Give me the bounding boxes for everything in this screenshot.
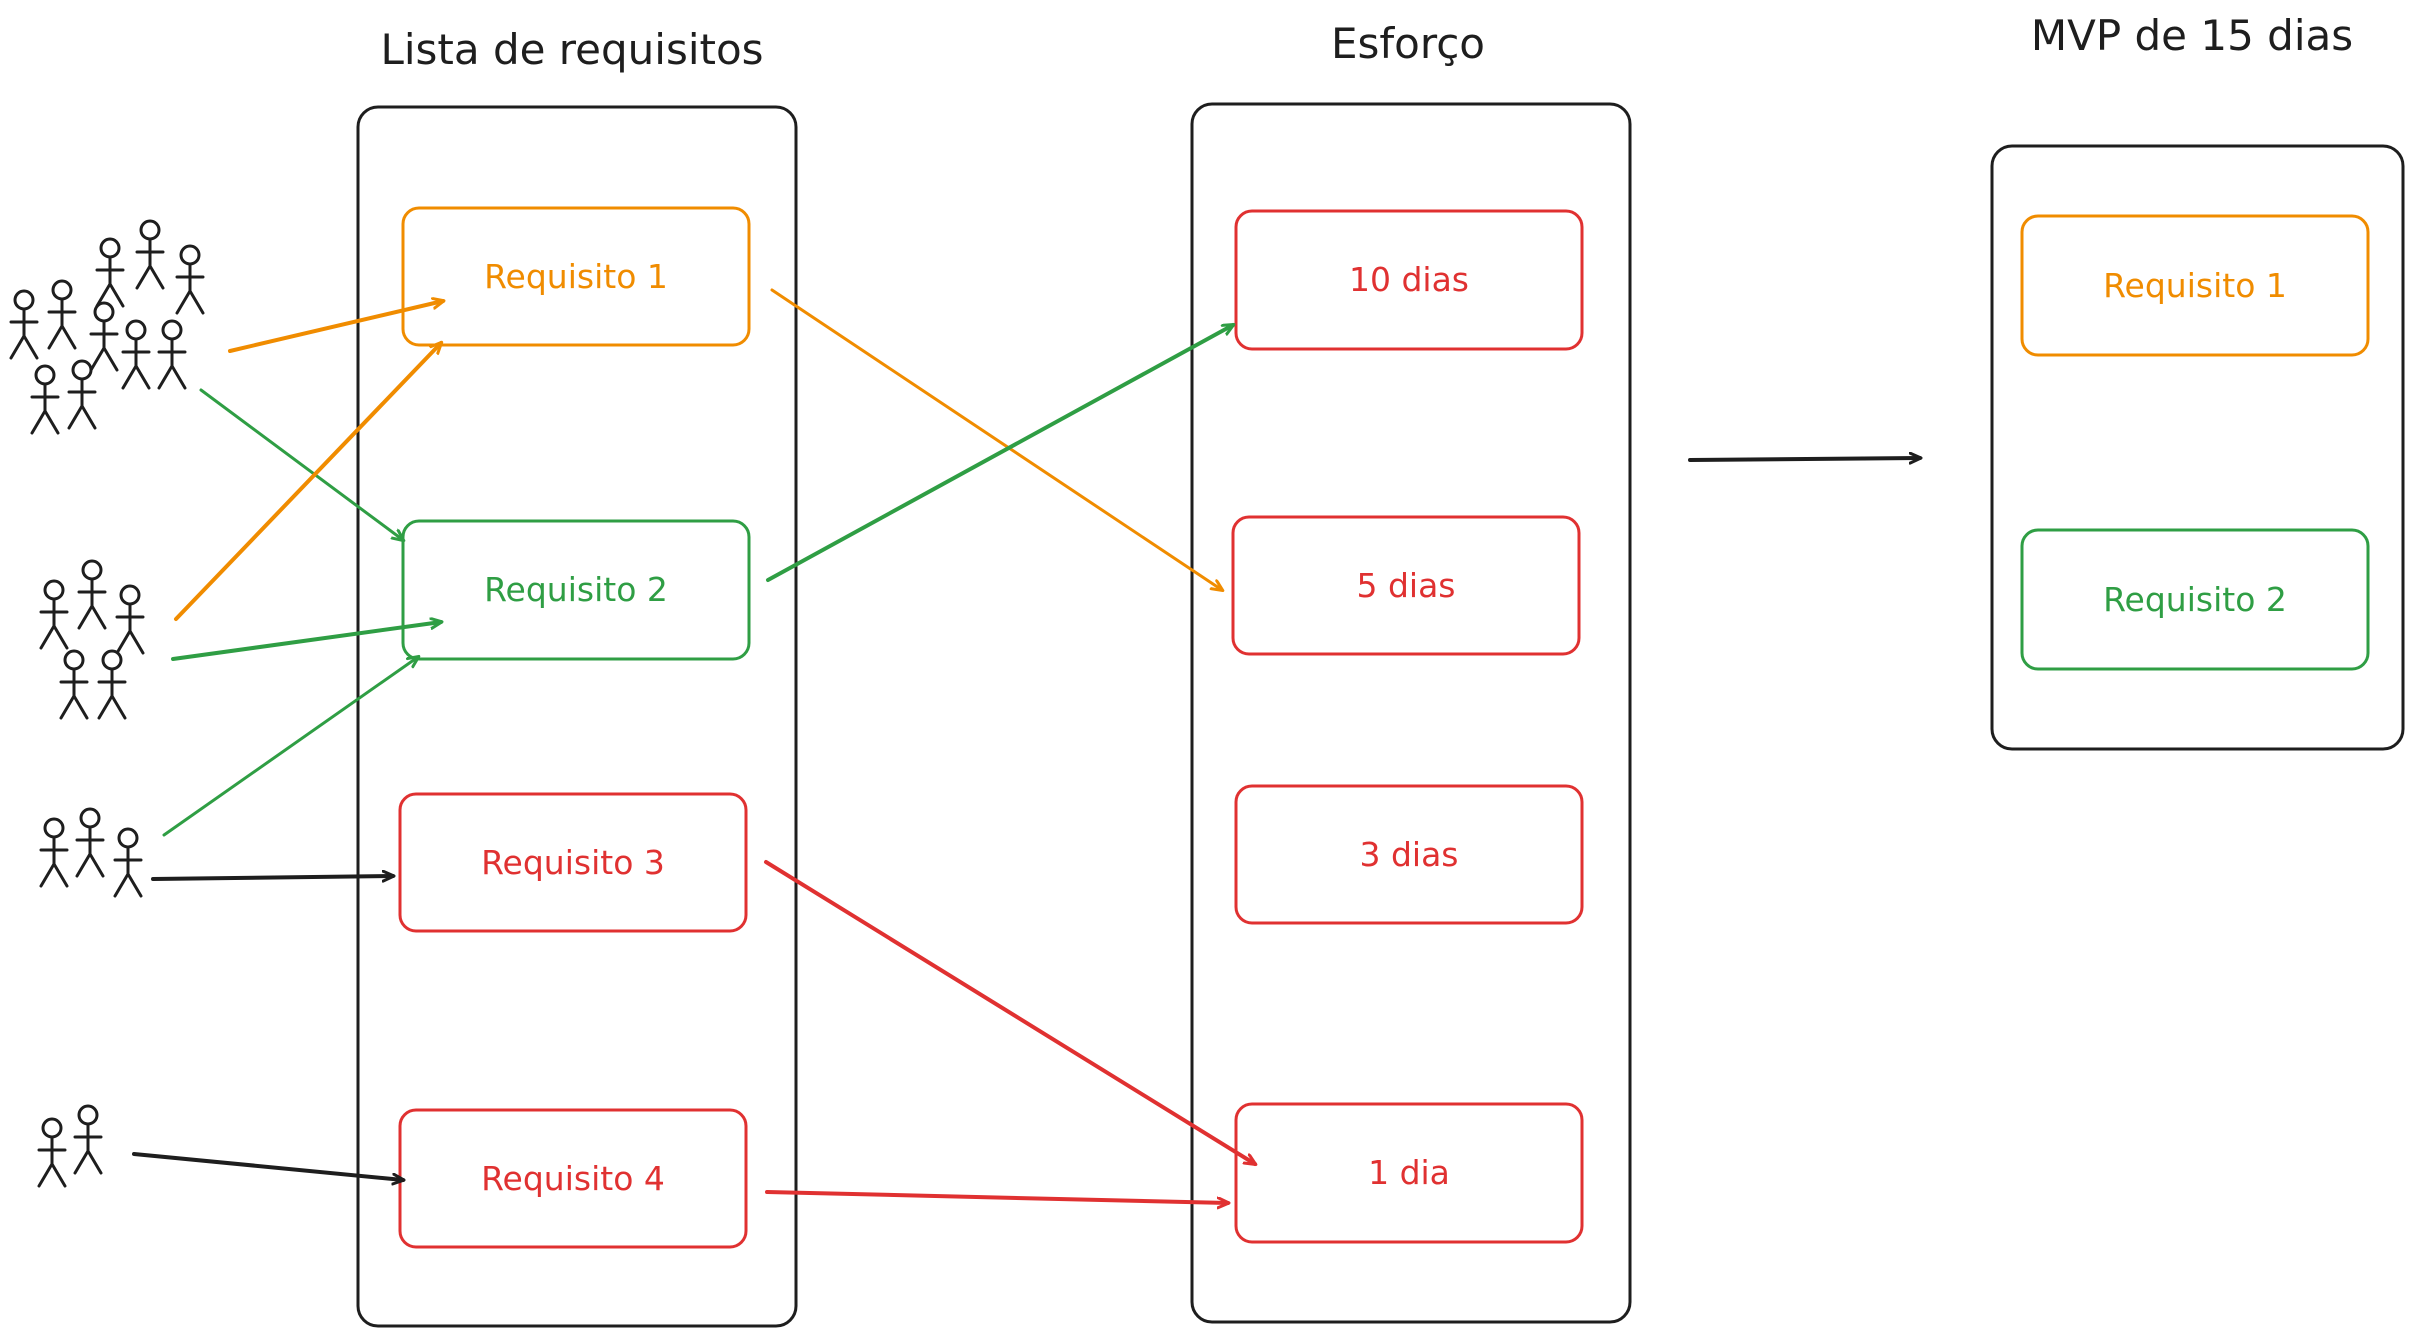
arrow-group3-to-requisito-3	[151, 876, 393, 879]
person-icon	[39, 817, 69, 888]
person-icon	[97, 649, 127, 720]
requirement-box-2: Requisito 2	[401, 519, 751, 661]
person-icon	[121, 319, 151, 390]
requirement-label-1: Requisito 1	[484, 257, 668, 296]
effort-box-10-dias: 10 dias	[1234, 209, 1584, 351]
person-icon	[73, 1104, 103, 1175]
mvp-column	[1990, 144, 2405, 751]
requirement-label-3: Requisito 3	[481, 843, 665, 882]
person-icon	[135, 219, 165, 290]
arrow-requisito-3-to-1-dia	[764, 860, 1255, 1164]
person-icon	[37, 1117, 67, 1188]
effort-column	[1190, 102, 1632, 1324]
requirement-label-2: Requisito 2	[484, 570, 668, 609]
requirement-box-1: Requisito 1	[401, 206, 751, 347]
effort-label-5-dias: 5 dias	[1356, 566, 1455, 605]
person-icon	[67, 359, 97, 430]
effort-box-1-dia: 1 dia	[1234, 1102, 1584, 1244]
person-icon	[30, 364, 60, 435]
mvp-item-label-1: Requisito 1	[2103, 266, 2287, 305]
arrow-group1-to-requisito-1	[228, 301, 443, 353]
mvp-item-label-2: Requisito 2	[2103, 580, 2287, 619]
arrow-group3-to-requisito-2	[162, 657, 418, 837]
effort-label-1-dia: 1 dia	[1368, 1153, 1450, 1192]
mvp-item-1: Requisito 1	[2020, 214, 2370, 357]
arrow-group1-to-requisito-2	[199, 388, 403, 540]
effort-box-5-dias: 5 dias	[1231, 515, 1581, 656]
requirements-list-title: Lista de requisitos	[380, 25, 763, 74]
person-icon	[47, 279, 77, 350]
arrow-requisito-1-to-5-dias	[770, 288, 1222, 590]
person-icon	[77, 559, 107, 630]
person-icon	[9, 289, 39, 360]
requirement-box-3: Requisito 3	[398, 792, 748, 933]
mvp-title: MVP de 15 dias	[2031, 11, 2353, 60]
user-group-4	[37, 1104, 103, 1188]
arrow-group2-to-requisito-1	[174, 343, 441, 621]
user-group-2	[39, 559, 145, 720]
arrow-group2-to-requisito-2	[171, 622, 441, 661]
arrow-requisito-2-to-10-dias	[766, 323, 1233, 582]
user-group-3	[39, 807, 143, 898]
person-icon	[157, 319, 187, 390]
effort-title: Esforço	[1331, 19, 1485, 68]
person-icon	[115, 584, 145, 655]
effort-label-3-dias: 3 dias	[1359, 835, 1458, 874]
person-icon	[89, 301, 119, 372]
requirement-box-4: Requisito 4	[398, 1108, 748, 1249]
person-icon	[95, 237, 125, 308]
person-icon	[75, 807, 105, 878]
requirements-column	[356, 105, 798, 1328]
effort-label-10-dias: 10 dias	[1349, 260, 1469, 299]
requirement-label-4: Requisito 4	[481, 1159, 665, 1198]
person-icon	[39, 579, 69, 650]
arrow-group4-to-requisito-4	[132, 1152, 403, 1180]
person-icon	[59, 649, 89, 720]
person-icon	[113, 827, 143, 898]
arrow-effort-to-mvp	[1688, 458, 1920, 460]
arrow-requisito-4-to-1-dia	[765, 1190, 1228, 1203]
user-group-1	[9, 219, 205, 435]
person-icon	[175, 244, 205, 315]
effort-box-3-dias: 3 dias	[1234, 784, 1584, 925]
mvp-item-2: Requisito 2	[2020, 528, 2370, 671]
